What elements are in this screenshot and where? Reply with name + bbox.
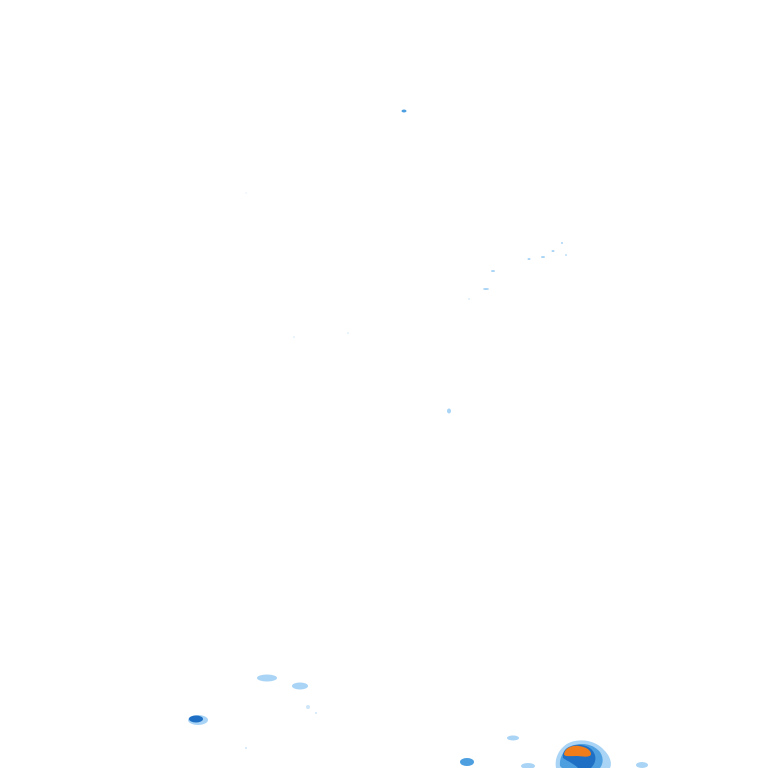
rain-cell xyxy=(527,258,531,260)
rain-cell xyxy=(483,288,489,290)
rain-cell xyxy=(347,332,349,334)
rain-cell xyxy=(401,109,407,113)
rain-cell xyxy=(636,762,648,768)
rain-cell xyxy=(491,270,495,272)
rain-cell xyxy=(561,242,563,244)
rain-cell xyxy=(447,408,451,414)
rain-cell xyxy=(306,705,310,709)
rain-cell xyxy=(245,747,247,749)
rain-cell xyxy=(541,256,545,258)
rain-cell xyxy=(460,758,474,766)
rain-cell xyxy=(315,712,317,714)
rain-cell xyxy=(257,674,277,682)
rain-cell xyxy=(468,298,470,300)
rain-cell xyxy=(245,192,247,194)
rain-cell xyxy=(507,735,519,741)
rain-cell xyxy=(293,336,295,338)
rain-cell xyxy=(521,763,535,768)
storm-cell-intense xyxy=(564,745,591,757)
rain-cell xyxy=(565,254,567,256)
rain-cell xyxy=(189,715,203,723)
rain-cell xyxy=(551,250,555,252)
rain-cell xyxy=(292,682,308,690)
